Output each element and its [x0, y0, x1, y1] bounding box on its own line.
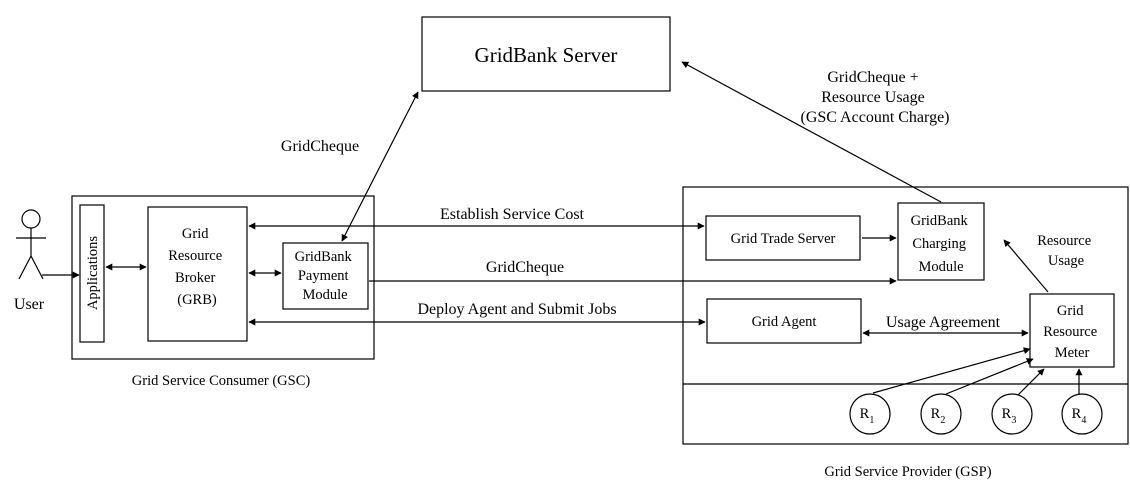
grb-label: Grid Resource Broker (GRB)	[168, 226, 226, 308]
resource-r3-node: R3	[991, 393, 1033, 435]
applications-node: Applications	[79, 204, 105, 343]
resource-r4-node: R4	[1061, 393, 1103, 435]
gridbank-payment-module-node: GridBank Payment Module	[282, 242, 369, 310]
gsc-group-label: Grid Service Consumer (GSC)	[132, 373, 311, 389]
user-label: User	[14, 296, 45, 313]
grid-agent-node: Grid Agent	[706, 298, 862, 344]
gridcheque-server-label: GridCheque	[281, 138, 359, 155]
grid-trade-server-node: Grid Trade Server	[705, 215, 861, 261]
establish-service-cost-label: Establish Service Cost	[440, 206, 585, 223]
resource-r2-node: R2	[920, 393, 962, 435]
grid-resource-meter-node: Grid Resource Meter	[1029, 293, 1115, 368]
user-actor: User	[14, 209, 46, 313]
gridbank-server-node: GridBank Server	[421, 16, 671, 92]
gridbank-server-label: GridBank Server	[475, 43, 618, 67]
svg-text:R4: R4	[1072, 406, 1087, 426]
svg-text:R2: R2	[931, 406, 946, 426]
gridbank-charging-module-node: GridBank Charging Module	[897, 202, 985, 281]
r1-to-meter-arrow	[872, 347, 1031, 394]
user-figure-icon	[16, 209, 46, 280]
gsc-account-charge-label: GridCheque + Resource Usage (GSC Account…	[800, 69, 949, 126]
resource-r1-node: R1	[849, 393, 891, 435]
resource-meter-label: Grid Resource Meter	[1043, 303, 1101, 361]
payment-module-label: GridBank Payment Module	[295, 249, 356, 303]
grid-trade-server-label: Grid Trade Server	[731, 231, 836, 247]
charging-to-server-arrow	[681, 61, 942, 203]
r3-to-meter-arrow	[1017, 368, 1045, 396]
payment-server-arrow	[341, 91, 419, 242]
grid-resource-broker-node: Grid Resource Broker (GRB)	[147, 206, 248, 342]
gridcheque-payment-label: GridCheque	[486, 259, 564, 276]
deploy-agent-label: Deploy Agent and Submit Jobs	[417, 301, 616, 318]
svg-text:R3: R3	[1002, 406, 1017, 426]
resource-usage-label: Resource Usage	[1037, 233, 1095, 269]
gsc-group: Grid Service Consumer (GSC)	[71, 195, 375, 389]
applications-label: Applications	[85, 236, 101, 310]
charging-module-label: GridBank Charging Module	[911, 213, 972, 275]
gsp-group-label: Grid Service Provider (GSP)	[824, 464, 991, 480]
svg-text:R1: R1	[860, 406, 875, 426]
usage-agreement-label: Usage Agreement	[886, 314, 1001, 331]
r2-to-meter-arrow	[945, 358, 1034, 395]
grid-agent-label: Grid Agent	[752, 314, 817, 330]
meter-to-charging-arrow	[1003, 239, 1049, 293]
